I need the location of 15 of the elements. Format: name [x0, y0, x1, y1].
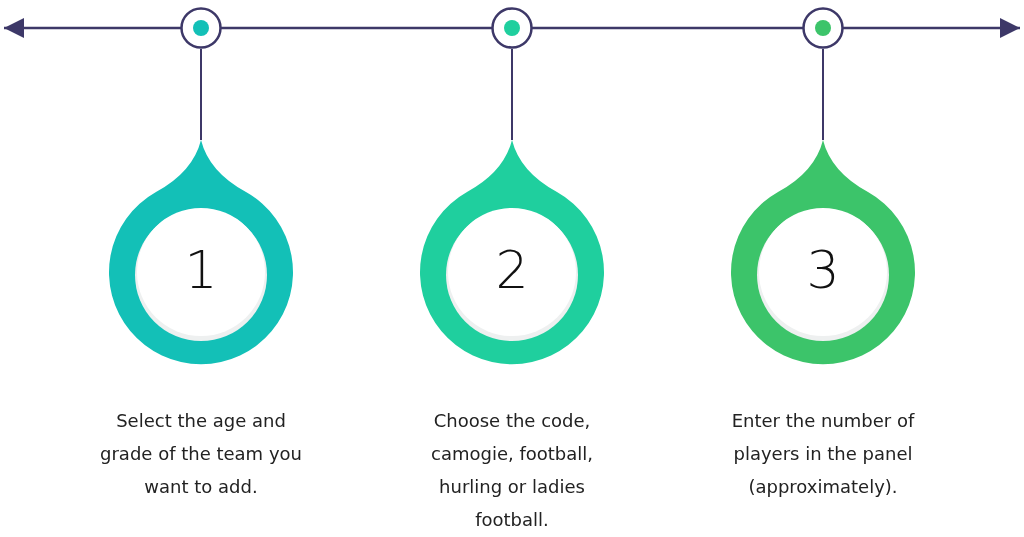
connector-line: [822, 48, 824, 141]
step-drop: [420, 140, 604, 366]
timeline-marker: [180, 7, 222, 49]
step-drop: [731, 140, 915, 366]
step-number: 3: [806, 240, 840, 300]
connector-line: [200, 48, 202, 141]
step-description: Enter the number of players in the panel (approximately).: [730, 409, 916, 499]
step-number: 1: [184, 240, 218, 300]
step-number: 2: [495, 240, 529, 300]
step-drop: [109, 140, 293, 366]
timeline-marker: [491, 7, 533, 49]
connector-line: [511, 48, 513, 141]
timeline-marker: [802, 7, 844, 49]
step-description: Choose the code, camogie, football, hurling or ladies football.: [430, 409, 594, 532]
step-description: Select the age and grade of the team you want to add.: [99, 409, 303, 499]
